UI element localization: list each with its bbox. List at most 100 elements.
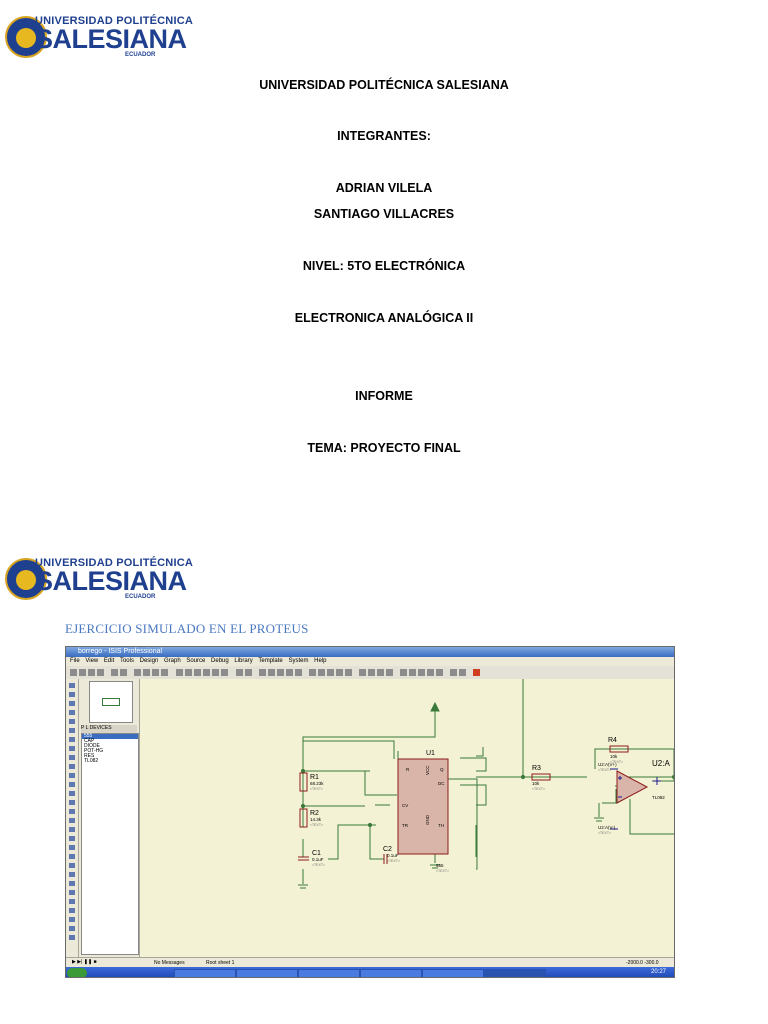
taskbar-button[interactable] [298, 969, 360, 977]
tool-icon[interactable] [69, 836, 75, 841]
device-list[interactable]: 555 CAP DIODE POT-HG RES TL082 [81, 733, 139, 955]
tool-icon[interactable] [69, 737, 75, 742]
toolbar-button[interactable] [286, 669, 293, 676]
toolbar-button[interactable] [318, 669, 325, 676]
tool-icon[interactable] [69, 710, 75, 715]
taskbar-button[interactable] [360, 969, 422, 977]
tool-icon[interactable] [69, 863, 75, 868]
menu-item[interactable]: Source [186, 658, 206, 664]
menu-item[interactable]: Debug [211, 658, 229, 664]
devices-header[interactable]: P L DEVICES [81, 725, 137, 733]
tool-icon[interactable] [69, 719, 75, 724]
toolbar-button[interactable] [111, 669, 118, 676]
tool-icon[interactable] [69, 827, 75, 832]
tool-icon[interactable] [69, 881, 75, 886]
tool-icon[interactable] [69, 728, 75, 733]
tool-icon[interactable] [69, 791, 75, 796]
toolbar-button[interactable] [377, 669, 384, 676]
menu-item[interactable]: Tools [119, 658, 134, 664]
start-button[interactable] [67, 968, 87, 977]
tool-icon[interactable] [69, 908, 75, 913]
toolbar-button[interactable] [345, 669, 352, 676]
overview-preview[interactable] [89, 681, 133, 723]
toolbar-button[interactable] [194, 669, 201, 676]
tool-icon[interactable] [69, 872, 75, 877]
toolbar-button[interactable] [152, 669, 159, 676]
toolbar-button[interactable] [386, 669, 393, 676]
toolbar-button[interactable] [97, 669, 104, 676]
toolbar-button[interactable] [473, 669, 480, 676]
taskbar-button[interactable] [422, 969, 484, 977]
tool-icon[interactable] [69, 899, 75, 904]
device-item[interactable]: CAP [84, 738, 95, 744]
menu-item[interactable]: View [85, 658, 99, 664]
menu-item[interactable]: Graph [163, 658, 181, 664]
tool-icon[interactable] [69, 917, 75, 922]
toolbar-button[interactable] [221, 669, 228, 676]
toolbar-button[interactable] [295, 669, 302, 676]
toolbar-button[interactable] [459, 669, 466, 676]
menu-item[interactable]: Template [258, 658, 283, 664]
tool-icon[interactable] [69, 800, 75, 805]
toolbar-button[interactable] [236, 669, 243, 676]
taskbar-button[interactable] [484, 969, 546, 977]
toolbar-button[interactable] [409, 669, 416, 676]
device-item[interactable]: DIODE [84, 743, 100, 749]
toolbar-button[interactable] [436, 669, 443, 676]
member-2: SANTIAGO VILLACRES [313, 207, 455, 221]
toolbar-button[interactable] [120, 669, 127, 676]
tool-icon[interactable] [69, 746, 75, 751]
toolbar-button[interactable] [327, 669, 334, 676]
tool-icon[interactable] [69, 683, 75, 688]
menu-item[interactable]: Edit [103, 658, 115, 664]
menu-item[interactable]: File [70, 658, 80, 664]
tool-icon[interactable] [69, 845, 75, 850]
device-item[interactable]: POT-HG [84, 748, 104, 754]
toolbar-button[interactable] [418, 669, 425, 676]
menu-item[interactable]: Help [314, 658, 327, 664]
menu-item[interactable]: System [288, 658, 309, 664]
toolbar-button[interactable] [259, 669, 266, 676]
toolbar-button[interactable] [143, 669, 150, 676]
toolbar-button[interactable] [359, 669, 366, 676]
toolbar-button[interactable] [427, 669, 434, 676]
tool-icon[interactable] [69, 782, 75, 787]
tool-icon[interactable] [69, 692, 75, 697]
toolbar-button[interactable] [88, 669, 95, 676]
toolbar-button[interactable] [185, 669, 192, 676]
menu-item[interactable]: Design [139, 658, 159, 664]
toolbar-button[interactable] [134, 669, 141, 676]
device-item[interactable]: 555 [82, 734, 138, 739]
toolbar-button[interactable] [336, 669, 343, 676]
toolbar-button[interactable] [450, 669, 457, 676]
toolbar-button[interactable] [212, 669, 219, 676]
tool-icon[interactable] [69, 701, 75, 706]
tool-icon[interactable] [69, 890, 75, 895]
tool-icon[interactable] [69, 935, 75, 940]
taskbar-button[interactable] [174, 969, 236, 977]
toolbar-button[interactable] [268, 669, 275, 676]
play-controls[interactable]: ▶ ▶| ❚❚ ■ [72, 959, 97, 965]
device-item[interactable]: RES [84, 753, 95, 759]
taskbar-button[interactable] [236, 969, 298, 977]
tool-icon[interactable] [69, 764, 75, 769]
tool-icon[interactable] [69, 773, 75, 778]
toolbar-button[interactable] [176, 669, 183, 676]
tool-icon[interactable] [69, 755, 75, 760]
toolbar-button[interactable] [309, 669, 316, 676]
device-item[interactable]: TL082 [84, 758, 99, 764]
toolbar-button[interactable] [161, 669, 168, 676]
schematic-canvas[interactable]: U1 R1 R2 C1 C2 R3 R4 U2:A 68.23k 14.3k 0… [140, 679, 674, 957]
toolbar-button[interactable] [79, 669, 86, 676]
toolbar-button[interactable] [245, 669, 252, 676]
toolbar-button[interactable] [277, 669, 284, 676]
toolbar-button[interactable] [400, 669, 407, 676]
tool-icon[interactable] [69, 809, 75, 814]
toolbar-button[interactable] [203, 669, 210, 676]
tool-icon[interactable] [69, 818, 75, 823]
tool-icon[interactable] [69, 854, 75, 859]
menu-item[interactable]: Library [234, 658, 253, 664]
toolbar-button[interactable] [70, 669, 77, 676]
toolbar-button[interactable] [368, 669, 375, 676]
tool-icon[interactable] [69, 926, 75, 931]
